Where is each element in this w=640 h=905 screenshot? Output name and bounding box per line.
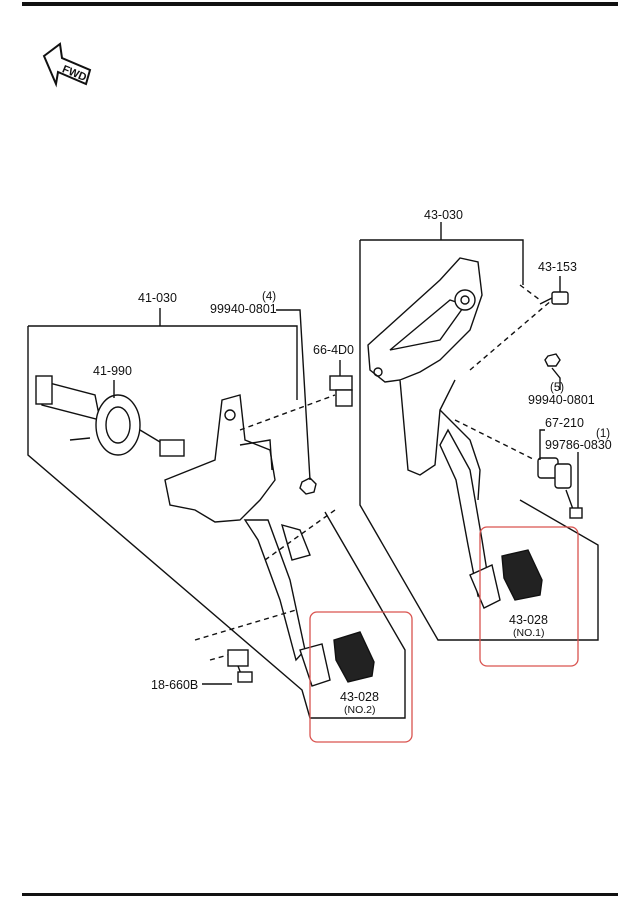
left-pedal-assembly	[27, 308, 406, 719]
pad-no2-highlight	[309, 611, 413, 743]
callout-43-028-no2: 43-028	[340, 690, 379, 704]
callout-qty-4: (4)	[262, 291, 276, 303]
callout-43-153: 43-153	[538, 260, 577, 274]
callout-66-4D0: 66-4D0	[313, 343, 354, 357]
callout-no1: (NO.1)	[513, 627, 545, 639]
pad-no1-highlight	[479, 526, 579, 667]
top-rule	[22, 2, 618, 6]
callout-41-990: 41-990	[93, 364, 132, 378]
callout-43-028-no1: 43-028	[509, 613, 548, 627]
callout-qty-5: (5)	[550, 382, 564, 394]
bottom-rule	[22, 893, 618, 896]
right-pedal-assembly	[359, 222, 599, 641]
callout-67-210: 67-210	[545, 416, 584, 430]
callout-99940-0801-left: 99940-0801	[210, 302, 277, 316]
callout-99940-0801-right: 99940-0801	[528, 393, 595, 407]
callout-18-660B: 18-660B	[151, 678, 198, 692]
fwd-arrow-icon: FWD	[42, 42, 92, 88]
callout-41-030: 41-030	[138, 291, 177, 305]
callout-99786-0830: 99786-0830	[545, 438, 612, 452]
callout-qty-1: (1)	[596, 428, 610, 440]
callout-43-030: 43-030	[424, 208, 463, 222]
callout-no2: (NO.2)	[344, 704, 376, 716]
